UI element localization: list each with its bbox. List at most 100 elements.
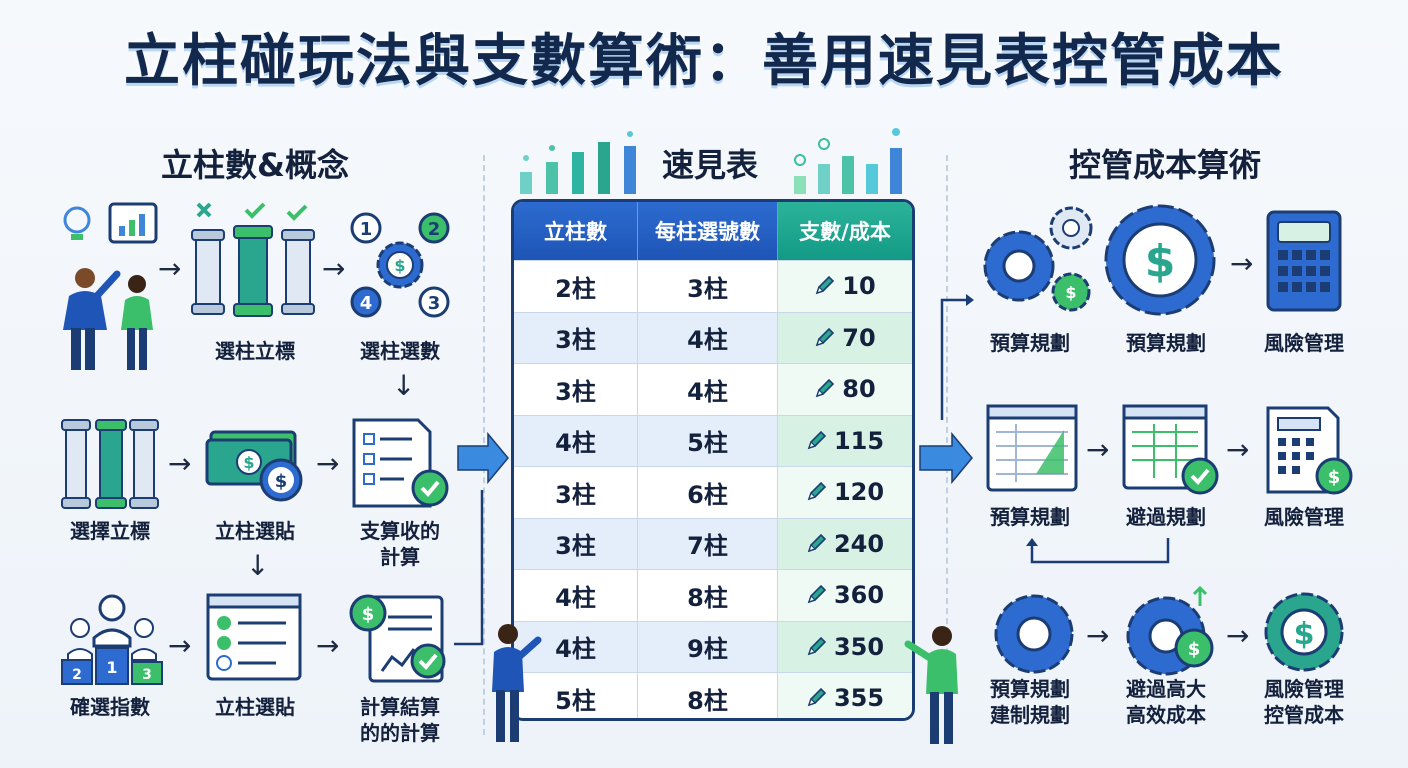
cell-pillar-count: 3柱 — [514, 312, 638, 363]
arrow-right-icon: → — [316, 447, 340, 480]
arrow-right-icon: → — [168, 447, 192, 480]
header-count-cost: 支數/成本 — [778, 202, 912, 260]
cost-value: 355 — [833, 684, 885, 713]
label-calc-line1: 支算收的 — [360, 519, 440, 543]
svg-text:$: $ — [1065, 283, 1076, 302]
arrow-right-icon: → — [1086, 619, 1110, 652]
gear-cycle-icon: 1 2 3 4 $ — [350, 212, 450, 318]
presenter-right-figure — [904, 626, 958, 744]
label-select-pillar: 選柱立標 — [215, 339, 295, 363]
label-pillar-paste-2: 立柱選貼 — [215, 695, 295, 719]
cost-value: 80 — [842, 375, 876, 404]
cell-cost: 10 — [778, 261, 912, 312]
label-select-numbers: 選柱選數 — [360, 339, 440, 363]
pencil-icon — [816, 276, 835, 295]
label-cost-control: 控管成本 — [1264, 703, 1344, 727]
pillars-select-icon — [191, 202, 315, 317]
podium-people-icon: 2 1 3 — [61, 594, 163, 685]
cost-value: 115 — [833, 426, 885, 455]
dollar-gear-icon: $ — [1104, 204, 1216, 316]
cost-value: 350 — [833, 632, 885, 661]
label-risk-mgmt-3: 風險管理 — [1264, 677, 1344, 701]
divider-right — [946, 155, 948, 735]
svg-text:2: 2 — [72, 667, 82, 683]
cell-cost: 240 — [778, 518, 912, 569]
cell-numbers-per-pillar: 8柱 — [638, 673, 778, 718]
cell-pillar-count: 2柱 — [514, 261, 638, 312]
cell-cost: 355 — [778, 673, 912, 718]
cell-pillar-count: 3柱 — [514, 518, 638, 569]
svg-text:$: $ — [362, 604, 375, 625]
cell-pillar-count: 3柱 — [514, 467, 638, 518]
pencil-icon — [816, 327, 835, 347]
gear-coin-icon: $ — [1126, 585, 1214, 676]
cell-pillar-count: 5柱 — [514, 673, 638, 718]
arrow-right-icon: → — [1226, 433, 1250, 466]
badge-1: 1 — [360, 219, 373, 240]
svg-text:$: $ — [1145, 236, 1176, 287]
bar-chart-decor-right — [794, 128, 902, 194]
pencil-icon — [807, 688, 827, 707]
cell-pillar-count: 4柱 — [514, 415, 638, 466]
svg-text:$: $ — [243, 453, 254, 472]
label-confirm-index: 確選指數 — [70, 695, 150, 719]
label-calc-result-1: 計算結算 — [360, 695, 440, 719]
calc-receipt-icon: $ — [1266, 406, 1353, 495]
badge-3: 3 — [428, 293, 441, 314]
pencil-icon — [807, 636, 827, 656]
arrow-right-icon: → — [1230, 247, 1254, 280]
arrow-right-icon: → — [1086, 433, 1110, 466]
report-chart-icon: $ — [349, 594, 446, 683]
presenter-left-figure — [492, 624, 542, 742]
label-avoid-high: 避過高大 — [1126, 677, 1206, 701]
pencil-icon — [807, 585, 827, 604]
cell-numbers-per-pillar: 9柱 — [638, 621, 778, 672]
label-avoid-plan: 避過規劃 — [1126, 505, 1206, 529]
label-budget-plan-1: 預算規劃 — [990, 331, 1070, 355]
calculator-icon — [1266, 210, 1342, 312]
cost-value: 360 — [833, 581, 885, 610]
label-calc-result-2: 的的計算 — [360, 721, 440, 745]
cell-numbers-per-pillar: 7柱 — [638, 518, 778, 569]
table-check-icon — [1122, 404, 1219, 495]
label-risk-mgmt-1: 風險管理 — [1264, 331, 1344, 355]
cell-cost: 80 — [778, 364, 912, 415]
dollar-gear-green-icon: $ — [1264, 592, 1344, 672]
loop-back-arrow — [1026, 538, 1170, 564]
cell-numbers-per-pillar: 3柱 — [638, 261, 778, 312]
label-build-plan: 建制規劃 — [990, 703, 1070, 727]
table-header: 立柱數 每柱選號數 支數/成本 — [514, 202, 912, 260]
divider-left — [483, 155, 485, 735]
pencil-icon — [816, 379, 835, 398]
pencil-icon — [807, 482, 827, 501]
pencil-icon — [807, 533, 827, 553]
header-numbers-per-pillar: 每柱選號數 — [638, 202, 778, 260]
arrow-down-icon: ↓ — [246, 549, 270, 582]
badge-2: 2 — [428, 219, 441, 240]
label-calc-line2: 計算 — [380, 545, 420, 569]
label-efficient-cost: 高效成本 — [1126, 703, 1206, 727]
label-budget-plan-2: 預算規劃 — [1126, 331, 1206, 355]
right-section-title: 控管成本算術 — [1068, 146, 1261, 184]
gears-icon: $ — [983, 206, 1093, 312]
cell-numbers-per-pillar: 8柱 — [638, 570, 778, 621]
cost-value: 10 — [842, 272, 876, 301]
svg-text:$: $ — [1188, 639, 1201, 660]
cell-cost: 70 — [778, 312, 912, 363]
arrow-right-icon: → — [322, 252, 346, 285]
cost-value: 240 — [833, 529, 885, 558]
header-pillar-count: 立柱數 — [514, 202, 638, 260]
label-risk-mgmt-2: 風險管理 — [1264, 505, 1344, 529]
label-budget-plan-4: 預算規劃 — [990, 677, 1070, 701]
connector-from-table — [919, 294, 974, 485]
center-section-title: 速見表 — [661, 146, 758, 184]
